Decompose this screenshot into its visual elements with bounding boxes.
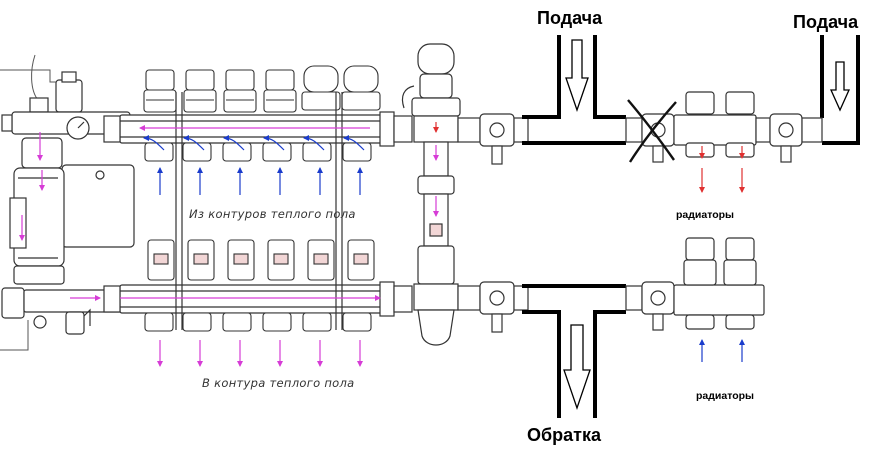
- return-tee: [522, 284, 626, 418]
- lower-flowmeters: [147, 239, 375, 281]
- right-supply-arrow-icon: [829, 61, 851, 112]
- flow-arrows-magenta: [19, 125, 439, 367]
- lower-right-fittings: [625, 237, 765, 331]
- return-label: Обратка: [527, 425, 602, 445]
- pump-group: [1, 71, 135, 335]
- upper-outlets: [144, 142, 372, 162]
- supply-right-label: Подача: [793, 12, 859, 32]
- right-supply-pipe: [820, 35, 860, 145]
- flow-arrows-red: [433, 122, 745, 193]
- manifold-brackets: [175, 92, 343, 330]
- lower-manifold: [103, 281, 413, 317]
- from-loops-label: Из контуров теплого пола: [189, 207, 356, 221]
- upper-caps: [143, 65, 381, 113]
- supply-label: Подача: [537, 8, 603, 28]
- lower-outlets: [144, 312, 372, 332]
- supply-pipe-lower: [457, 281, 529, 333]
- supply-pipe-upper: [457, 113, 529, 165]
- flow-arrows-blue: [143, 135, 745, 362]
- crossed-valve-icon: [627, 99, 677, 163]
- left-wires: [0, 54, 60, 351]
- drain-valve-icon: [33, 315, 47, 329]
- to-loops-label: В контура теплого пола: [202, 376, 355, 390]
- bypass-column: [401, 43, 461, 346]
- supply-tee: [522, 35, 626, 145]
- supply-arrow-icon: [565, 39, 589, 112]
- return-arrow-icon: [563, 324, 591, 411]
- upper-manifold: [103, 111, 413, 147]
- upper-right-fittings: [625, 91, 823, 163]
- radiators-bottom-label: радиаторы: [696, 390, 754, 402]
- radiators-top-label: радиаторы: [676, 209, 734, 221]
